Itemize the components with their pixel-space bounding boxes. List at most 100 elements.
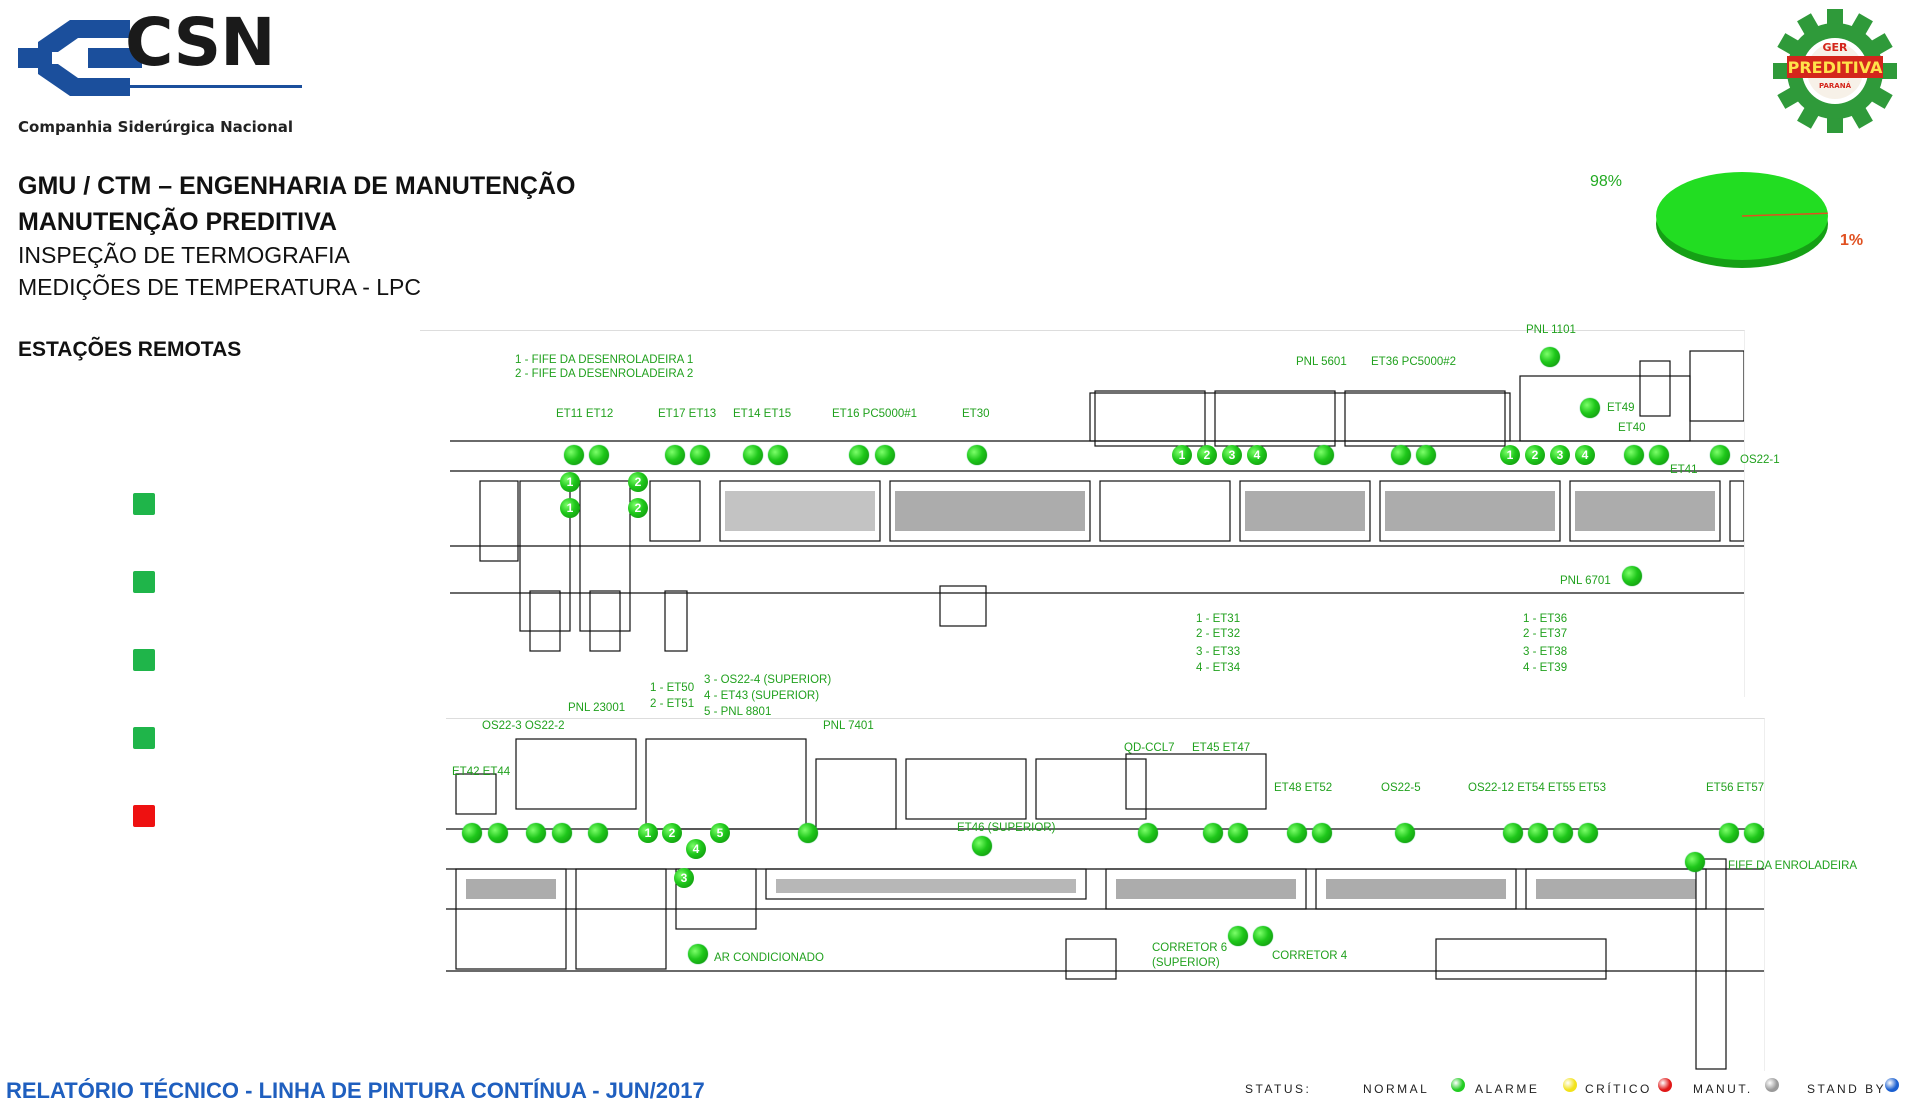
label-et17-13: ET17 ET13 (658, 408, 717, 420)
status-dot-et36a[interactable] (1391, 445, 1411, 465)
status-dot-et45[interactable] (1203, 823, 1223, 843)
status-dot-et48[interactable] (1287, 823, 1307, 843)
label-et38: 3 - ET38 (1523, 646, 1568, 658)
status-dot-et11[interactable] (564, 445, 584, 465)
status-dot-et17[interactable] (665, 445, 685, 465)
label-corretor4: CORRETOR 4 (1272, 950, 1348, 962)
status-square-1 (133, 493, 155, 515)
status-dot-fife1-b[interactable]: 1 (560, 498, 580, 518)
area-title: MANUTENÇÃO PREDITIVA (18, 208, 337, 236)
label-corretor6-superior: (SUPERIOR) (1152, 957, 1220, 969)
status-dot-et36[interactable]: 1 (1500, 445, 1520, 465)
label-et45-47: ET45 ET47 (1192, 742, 1251, 754)
legend-standby-dot (1885, 1078, 1899, 1092)
pie-label-critical: 1% (1840, 232, 1864, 249)
status-dot-fife-enroladeira[interactable] (1685, 852, 1705, 872)
label-et51: 2 - ET51 (650, 698, 695, 710)
status-dot-et14[interactable] (743, 445, 763, 465)
label-et39: 4 - ET39 (1523, 662, 1568, 674)
status-dot-et47[interactable] (1228, 823, 1248, 843)
status-dot-et33[interactable]: 3 (1222, 445, 1242, 465)
status-dot-os22-1[interactable] (1710, 445, 1730, 465)
status-dot-et38[interactable]: 3 (1550, 445, 1570, 465)
status-dot-et15[interactable] (768, 445, 788, 465)
label-fife2: 2 - FIFE DA DESENROLADEIRA 2 (515, 368, 694, 380)
status-dot-et39[interactable]: 4 (1575, 445, 1595, 465)
status-dot-et52[interactable] (1312, 823, 1332, 843)
status-dot-pnl23001[interactable] (588, 823, 608, 843)
status-dot-pnl7401[interactable] (798, 823, 818, 843)
status-dot-pnl8801[interactable]: 5 (710, 823, 730, 843)
status-dot-fife2-a[interactable]: 2 (628, 472, 648, 492)
label-pnl6701: PNL 6701 (1560, 575, 1611, 587)
status-dot-et56[interactable] (1719, 823, 1739, 843)
label-et56-57: ET56 ET57 (1706, 782, 1765, 794)
status-dot-et31[interactable]: 1 (1172, 445, 1192, 465)
status-dot-et32[interactable]: 2 (1197, 445, 1217, 465)
status-dot-et37[interactable]: 2 (1525, 445, 1545, 465)
bottom-diagram-drawing (446, 738, 1764, 1070)
status-dot-os22-12[interactable] (1503, 823, 1523, 843)
status-dot-corretor4[interactable] (1253, 926, 1273, 946)
status-dot-et41[interactable] (1649, 445, 1669, 465)
legend-manut-label: MANUT. (1693, 1082, 1753, 1096)
status-dot-pc5000-1[interactable] (875, 445, 895, 465)
status-dot-et42[interactable] (462, 823, 482, 843)
label-et49: ET49 (1607, 402, 1635, 414)
legend-alarme-label: ALARME (1475, 1082, 1540, 1096)
label-pnl7401: PNL 7401 (823, 720, 874, 732)
label-et32: 2 - ET32 (1196, 628, 1241, 640)
legend-critico-label: CRÍTICO (1585, 1082, 1652, 1096)
status-dot-qd-ccl7[interactable] (1138, 823, 1158, 843)
status-dot-corretor6[interactable] (1228, 926, 1248, 946)
status-dot-et34[interactable]: 4 (1247, 445, 1267, 465)
status-dot-et44[interactable] (488, 823, 508, 843)
status-dot-os22-2[interactable] (552, 823, 572, 843)
status-dot-pnl6701[interactable] (1622, 566, 1642, 586)
status-dot-fife2-b[interactable]: 2 (628, 498, 648, 518)
status-dot-os22-5[interactable] (1395, 823, 1415, 843)
status-dot-et16[interactable] (849, 445, 869, 465)
status-dot-et40[interactable] (1624, 445, 1644, 465)
status-dot-ar-condicionado[interactable] (688, 944, 708, 964)
status-dot-et30[interactable] (967, 445, 987, 465)
logo-underline (125, 85, 302, 88)
label-et42-44: ET42 ET44 (452, 766, 511, 778)
label-et48-52: ET48 ET52 (1274, 782, 1333, 794)
label-et41: ET41 (1670, 464, 1698, 476)
status-dot-et46[interactable] (972, 836, 992, 856)
status-dot-pnl1101[interactable] (1540, 347, 1560, 367)
label-pnl8801: 5 - PNL 8801 (704, 706, 772, 718)
status-dot-pc5000-2[interactable] (1416, 445, 1436, 465)
status-dot-et57[interactable] (1744, 823, 1764, 843)
status-dot-et55[interactable] (1553, 823, 1573, 843)
label-pnl5601: PNL 5601 (1296, 356, 1347, 368)
label-pnl1101: PNL 1101 (1526, 324, 1576, 336)
gear-text-top: GER (1822, 41, 1848, 54)
status-dot-et12[interactable] (589, 445, 609, 465)
status-dot-pnl5601[interactable] (1314, 445, 1334, 465)
status-dot-et53[interactable] (1578, 823, 1598, 843)
status-dot-et51[interactable]: 2 (662, 823, 682, 843)
status-dot-os22-4[interactable]: 3 (674, 868, 694, 888)
status-dot-et43[interactable]: 4 (686, 839, 706, 859)
status-dot-et49[interactable] (1580, 398, 1600, 418)
status-pie-chart (1620, 158, 1840, 278)
status-square-3 (133, 649, 155, 671)
status-dot-os22-3[interactable] (526, 823, 546, 843)
company-subtitle: Companhia Siderúrgica Nacional (18, 118, 294, 136)
label-et33: 3 - ET33 (1196, 646, 1241, 658)
status-dot-et50[interactable]: 1 (638, 823, 658, 843)
bottom-line-diagram (446, 718, 1765, 1071)
status-square-4 (133, 727, 155, 749)
label-et46: ET46 (SUPERIOR) (957, 822, 1056, 834)
legend-critico-dot (1658, 1078, 1672, 1092)
company-name: CSN (125, 4, 275, 81)
status-dot-et54[interactable] (1528, 823, 1548, 843)
status-dot-et13[interactable] (690, 445, 710, 465)
status-dot-fife1-a[interactable]: 1 (560, 472, 580, 492)
csn-logo-icon (18, 20, 142, 96)
label-corretor6: CORRETOR 6 (1152, 942, 1228, 954)
label-et36-pc: ET36 PC5000#2 (1371, 356, 1457, 368)
legend-alarme-dot (1563, 1078, 1577, 1092)
